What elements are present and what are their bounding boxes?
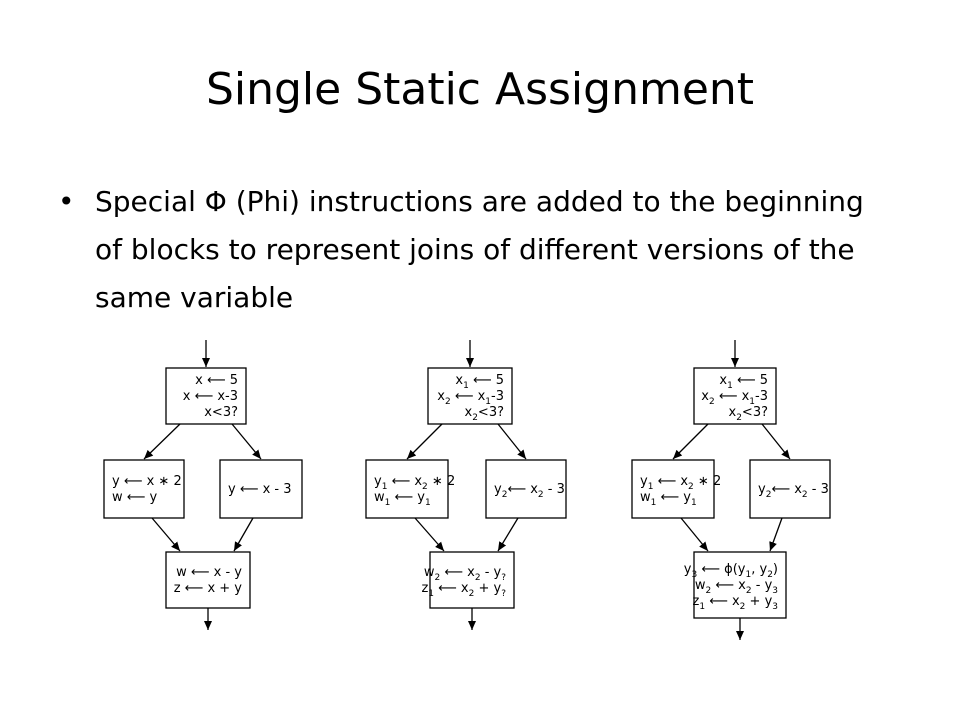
entry-block-line: x1 ⟵ 5	[719, 373, 768, 391]
branch-arrow-right	[231, 423, 262, 460]
then-block: y ⟵ x ∗ 2w ⟵ y	[103, 459, 185, 519]
merge-arrow-left	[151, 517, 181, 552]
slide-title: Single Static Assignment	[205, 64, 755, 115]
then-block-line: w1 ⟵ y1	[640, 490, 697, 508]
else-block: y ⟵ x - 3	[219, 459, 303, 519]
entry-block: x1 ⟵ 5x2 ⟵ x1-3x2<3?	[693, 367, 777, 425]
join-block-line: z ⟵ x + y	[174, 581, 243, 596]
then-block-border	[365, 459, 449, 519]
merge-arrow-left	[414, 517, 445, 552]
else-block-line: y ⟵ x - 3	[228, 482, 292, 497]
then-block-border	[631, 459, 715, 519]
join-block-border	[429, 551, 515, 609]
branch-arrow-left	[406, 423, 443, 460]
then-block: y1 ⟵ x2 ∗ 2w1 ⟵ y1	[631, 459, 721, 519]
merge-arrow-right	[769, 517, 783, 552]
entry-block-line: x ⟵ x-3	[183, 389, 238, 404]
branch-arrow-right	[761, 423, 791, 460]
join-block: w ⟵ x - yz ⟵ x + y	[165, 551, 251, 609]
join-block-line: y3 ⟵ ϕ(y1, y2)	[684, 562, 778, 580]
entry-block-border	[693, 367, 777, 425]
then-block-line: y1 ⟵ x2 ∗ 2	[374, 474, 455, 492]
join-block-border	[693, 551, 787, 619]
merge-arrow-right	[497, 517, 519, 552]
entry-block-line: x2 ⟵ x1-3	[437, 389, 504, 407]
merge-arrow-right	[233, 517, 254, 552]
else-block: y2⟵ x2 - 3	[749, 459, 831, 519]
entry-block: x ⟵ 5x ⟵ x-3x<3?	[165, 367, 247, 425]
then-block-line: y1 ⟵ x2 ∗ 2	[640, 474, 721, 492]
then-block-line: w ⟵ y	[112, 490, 158, 505]
else-block-border	[485, 459, 567, 519]
entry-block-line: x1 ⟵ 5	[455, 373, 504, 391]
join-block-line: w ⟵ x - y	[176, 565, 242, 580]
join-block: w2 ⟵ x2 - y?z1 ⟵ x2 + y?	[421, 551, 515, 609]
branch-arrow-right	[497, 423, 527, 460]
else-block-border	[219, 459, 303, 519]
entry-block-border	[427, 367, 513, 425]
join-block-line: w2 ⟵ x2 - y?	[424, 565, 506, 583]
entry-block-line: x2<3?	[728, 405, 768, 423]
then-block-border	[103, 459, 185, 519]
then-block-line: w1 ⟵ y1	[374, 490, 431, 508]
else-block-line: y2⟵ x2 - 3	[758, 482, 829, 500]
then-block-line: y ⟵ x ∗ 2	[112, 474, 182, 489]
branch-arrow-left	[672, 423, 709, 460]
bullet-dot: •	[58, 185, 75, 218]
entry-block-line: x2 ⟵ x1-3	[701, 389, 768, 407]
merge-arrow-left	[680, 517, 709, 552]
else-block: y2⟵ x2 - 3	[485, 459, 567, 519]
entry-block-line: x2<3?	[464, 405, 504, 423]
then-block: y1 ⟵ x2 ∗ 2w1 ⟵ y1	[365, 459, 455, 519]
join-block-line: w2 ⟵ x2 - y3	[695, 578, 778, 596]
else-block-border	[749, 459, 831, 519]
entry-block-line: x<3?	[204, 405, 238, 420]
entry-block: x1 ⟵ 5x2 ⟵ x1-3x2<3?	[427, 367, 513, 425]
join-block-line: z1 ⟵ x2 + y3	[693, 594, 779, 612]
else-block-line: y2⟵ x2 - 3	[494, 482, 565, 500]
bullet-text: Special Φ (Phi) instructions are added t…	[95, 185, 864, 314]
join-block-border	[165, 551, 251, 609]
join-block-line: z1 ⟵ x2 + y?	[421, 581, 506, 599]
entry-block-line: x ⟵ 5	[195, 373, 238, 388]
entry-block-border	[165, 367, 247, 425]
branch-arrow-left	[143, 423, 181, 460]
